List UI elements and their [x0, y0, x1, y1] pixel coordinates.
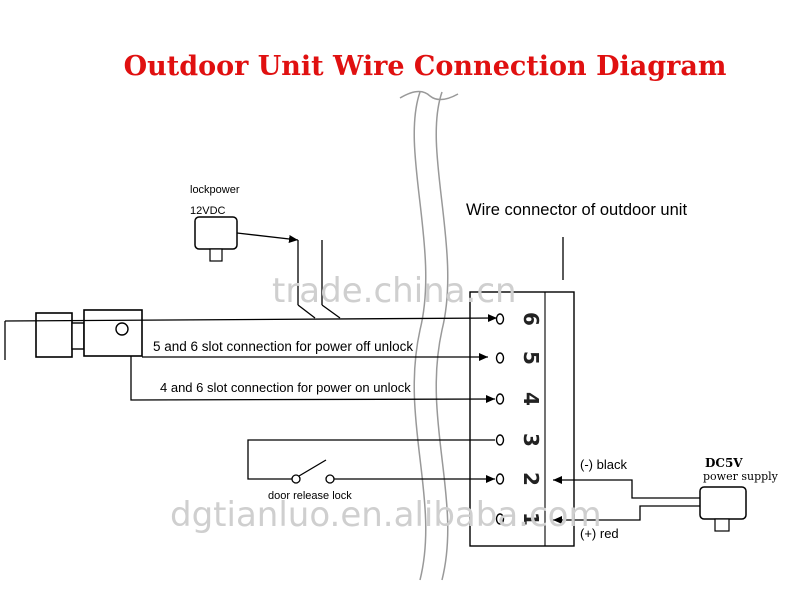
wall-top-curve	[399, 90, 459, 101]
power-off-unlock-label: 5 and 6 slot connection for power off un…	[153, 339, 413, 354]
slot-number-3: 3	[519, 433, 543, 447]
slot-number-2: 2	[519, 472, 543, 486]
slot-number-4: 4	[519, 392, 543, 406]
slot-terminals	[495, 313, 505, 525]
slot-number-5: 5	[519, 351, 543, 365]
terminal-5	[495, 352, 505, 364]
red-wire-label: (+) red	[580, 526, 619, 541]
power-supply-sublabel: power supply	[703, 470, 779, 483]
slot-number-6: 6	[519, 312, 543, 326]
lockpower-join-a	[297, 304, 316, 319]
wire-slot-6	[4, 314, 498, 323]
wall-left-line	[413, 91, 427, 581]
lockpower-wire	[236, 232, 299, 243]
terminal-2	[495, 473, 505, 485]
power-on-unlock-label: 4 and 6 slot connection for power on unl…	[160, 380, 411, 395]
lockpower-label: lockpower	[190, 184, 240, 196]
power-supply-red-wire	[553, 505, 700, 524]
wall-right-line	[435, 91, 449, 581]
terminal-1	[495, 513, 505, 525]
watermark-trade-china: trade.china.cn	[272, 271, 517, 311]
wire-slot-4	[130, 356, 496, 404]
slot-number-1: 1	[519, 512, 543, 526]
door-release-switch-icon	[291, 459, 335, 484]
door-release-label: door release lock	[268, 490, 352, 502]
power-supply-adapter-icon	[699, 486, 747, 532]
power-supply-black-wire	[553, 476, 700, 499]
terminal-4	[495, 393, 505, 405]
diagram-title: Outdoor Unit Wire Connection Diagram	[124, 51, 727, 82]
terminal-6	[495, 313, 505, 325]
black-wire-label: (-) black	[580, 457, 627, 472]
connector-label: Wire connector of outdoor unit	[466, 201, 687, 219]
door-release-wire	[247, 439, 495, 480]
lockpower-join-b	[321, 304, 341, 319]
power-supply-label: DC5V	[705, 456, 743, 470]
lockpower-voltage: 12VDC	[190, 205, 226, 217]
terminal-3	[495, 434, 505, 446]
connector-block	[469, 291, 575, 547]
watermark-dgtianluo: dgtianluo.en.alibaba.com	[170, 495, 602, 535]
electric-lock-icon	[35, 309, 143, 358]
lockpower-adapter-icon	[194, 216, 238, 262]
